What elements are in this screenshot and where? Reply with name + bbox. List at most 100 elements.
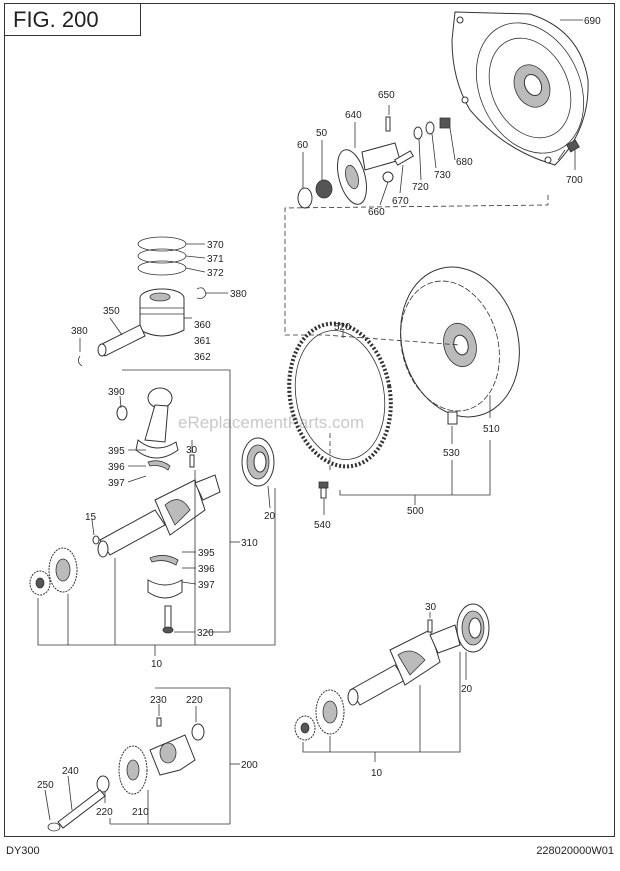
balancer-pin-icon [156, 717, 162, 727]
callout-220b: 220 [96, 807, 113, 818]
leader-20a [267, 485, 271, 509]
callout-240: 240 [62, 766, 79, 777]
spring-washer-icon [413, 126, 423, 140]
callout-10a: 10 [151, 659, 163, 670]
stud-bolt-icon [394, 150, 414, 166]
callout-60: 60 [297, 140, 309, 151]
needle-bearing-icon [191, 723, 205, 741]
needle-bearing-lower-icon [96, 775, 110, 793]
callout-640: 640 [345, 110, 362, 121]
crankshaft-icon [97, 474, 221, 558]
plain-washer-icon [425, 121, 435, 135]
callout-30b: 30 [425, 602, 437, 613]
callout-230: 230 [150, 695, 167, 706]
callout-361: 361 [194, 336, 211, 347]
leader-660 [379, 181, 389, 206]
callout-50: 50 [316, 128, 328, 139]
rod-bolt-icon [162, 605, 174, 634]
leader-397a [127, 475, 147, 483]
callout-510: 510 [483, 424, 500, 435]
axis-line [324, 334, 461, 346]
drawing-frame [4, 3, 615, 837]
callout-730: 730 [434, 170, 451, 181]
circlip-icon [196, 287, 207, 299]
leader-730 [431, 133, 437, 169]
piston-rings-icon [137, 236, 187, 276]
callout-540: 540 [314, 520, 331, 531]
callout-20b: 20 [461, 684, 473, 695]
crankshaft-right-icon [347, 624, 461, 706]
callout-210: 210 [132, 807, 149, 818]
callout-371: 371 [207, 254, 224, 265]
leader-720 [418, 138, 422, 181]
nut-icon [315, 179, 333, 199]
balancer-gear-icon [118, 745, 148, 795]
callout-30a: 30 [186, 445, 198, 456]
ring-gear-icon [287, 321, 393, 469]
callout-397a: 397 [108, 478, 125, 489]
leader-15 [91, 519, 95, 536]
callout-370: 370 [207, 240, 224, 251]
watermark: eReplacementParts.com [178, 413, 364, 432]
callout-520: 520 [334, 322, 351, 333]
hex-bolt-icon [439, 117, 451, 129]
snap-ring-icon [47, 822, 61, 832]
washer-icon [297, 187, 313, 209]
pin-icon [92, 535, 100, 545]
small-gear-right-icon [294, 715, 316, 741]
callout-680: 680 [456, 157, 473, 168]
callout-530: 530 [443, 448, 460, 459]
crank-gear-right-icon [315, 689, 345, 735]
small-gear-icon [29, 570, 51, 596]
bracket-500 [339, 440, 491, 496]
callout-10b: 10 [371, 768, 383, 779]
bracket-200 [110, 687, 231, 825]
callout-250: 250 [37, 780, 54, 791]
balancer-weight-icon [149, 734, 196, 776]
ball-bearing-right-icon [456, 603, 490, 653]
crank-gear-icon [48, 547, 78, 593]
callout-690: 690 [584, 16, 601, 27]
piston-icon [139, 288, 185, 337]
engine-cover-icon [451, 11, 589, 166]
leader-390 [119, 395, 122, 409]
callout-720: 720 [412, 182, 429, 193]
callout-310: 310 [241, 538, 258, 549]
leader-240 [67, 775, 73, 811]
callout-395a: 395 [108, 446, 125, 457]
bracket-10b [302, 652, 461, 753]
callout-700: 700 [566, 175, 583, 186]
leader-371 [185, 255, 206, 259]
leader-670 [399, 164, 404, 194]
key-right-icon [427, 619, 433, 633]
callout-360: 360 [194, 320, 211, 331]
circlip-small-icon [78, 355, 83, 367]
callout-396b: 396 [198, 564, 215, 575]
leader-250 [44, 789, 51, 821]
leader-372 [185, 267, 206, 273]
assembly-dashed-box [284, 195, 549, 336]
callout-20a: 20 [264, 511, 276, 522]
callout-372: 372 [207, 268, 224, 279]
callout-650: 650 [378, 90, 395, 101]
key-icon [385, 116, 391, 132]
key-icon [189, 454, 195, 468]
callout-380a: 380 [230, 289, 247, 300]
flywheel-bolt-icon [318, 481, 329, 499]
connecting-rod-icon [135, 387, 179, 459]
bearing-shell-lower-icon [149, 555, 179, 566]
callout-395b: 395 [198, 548, 215, 559]
bracket-10a [37, 488, 276, 646]
callout-670: 670 [392, 196, 409, 207]
callout-500: 500 [407, 506, 424, 517]
bearing-shell-icon [147, 460, 171, 471]
callout-200: 200 [241, 760, 258, 771]
bolt-icon [557, 139, 580, 161]
callout-390: 390 [108, 387, 125, 398]
leader-350 [109, 317, 123, 336]
piston-pin-icon [97, 324, 146, 357]
callout-396a: 396 [108, 462, 125, 473]
fan-hub-icon [337, 142, 401, 205]
dowel-pin-icon [447, 411, 458, 425]
